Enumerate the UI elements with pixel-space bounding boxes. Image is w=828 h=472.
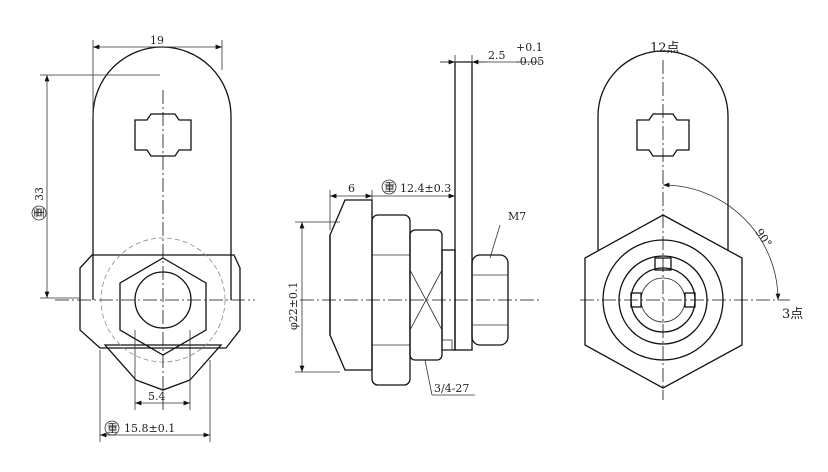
front-view — [580, 50, 790, 400]
dim-cap: 6 — [348, 182, 355, 195]
thread-nut — [409, 229, 443, 361]
dim-plate-lower-tol: -0.05 — [516, 55, 544, 68]
nut-label: M7 — [508, 210, 526, 223]
dim-hex: 15.8±0.1 — [124, 422, 175, 435]
side-view — [295, 55, 540, 396]
mark-important: 重 — [384, 180, 395, 194]
rotation-angle: 90° — [753, 226, 775, 249]
label-3-oclock: 3点 — [782, 307, 803, 322]
hex-body — [584, 214, 743, 389]
label-12-oclock: 12点 — [650, 41, 680, 56]
rotation-arc — [662, 182, 781, 301]
hex-body — [79, 254, 241, 349]
cap — [329, 199, 373, 371]
mark-important: 重 — [32, 207, 46, 218]
cam-plate-side — [454, 61, 473, 351]
dim-plate-upper-tol: +0.1 — [516, 41, 543, 54]
dim-width: 19 — [150, 34, 164, 47]
dim-plate: 2.5 — [488, 49, 506, 62]
dim-diameter: φ22±0.1 — [287, 282, 300, 330]
lower-nut — [103, 344, 223, 391]
plate-slot — [636, 113, 690, 157]
plate-slot — [134, 113, 192, 157]
cam-plate-front — [597, 50, 729, 250]
dim-inner: 5.4 — [148, 390, 166, 403]
thread-label: 3/4-27 — [434, 382, 469, 395]
left-view — [40, 40, 255, 442]
dim-length: 12.4±0.3 — [400, 182, 451, 195]
dim-height: 33 — [33, 187, 46, 201]
mark-important: 重 — [107, 421, 118, 435]
